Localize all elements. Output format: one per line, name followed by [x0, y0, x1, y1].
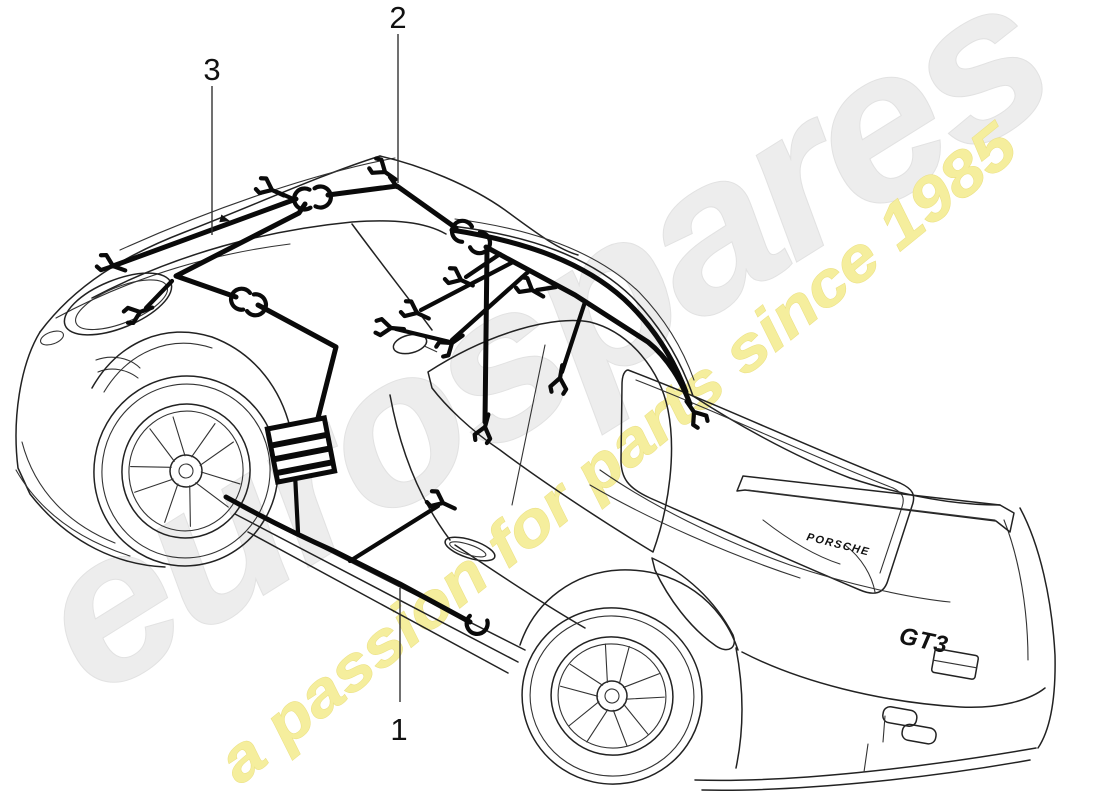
door-handle [444, 536, 496, 562]
callout-3-label: 3 [203, 52, 220, 87]
car-line-art: PORSCHE GT3 [15, 155, 1056, 791]
a-pillar [351, 223, 433, 331]
connector-stem [393, 326, 453, 345]
gt3-badge: GT3 [897, 622, 951, 659]
front-silhouette [39, 155, 381, 333]
callout-2-label: 2 [389, 0, 406, 35]
rear-bumper-seam [741, 651, 1046, 709]
wiring-harness [96, 157, 709, 636]
callout-2[interactable]: 2 [389, 0, 407, 183]
rear-window-inner [635, 379, 904, 574]
b-pillar-harness [482, 247, 490, 425]
deck-seam [589, 469, 951, 603]
callout-3[interactable]: 3 [203, 52, 231, 235]
exhaust-tips [882, 706, 937, 745]
washer-nozzle [39, 330, 65, 346]
rear-wing: PORSCHE [651, 475, 1015, 651]
hood-shutline [91, 220, 447, 299]
tail-inner-line [1003, 519, 1029, 661]
tail-outline [1019, 507, 1056, 749]
rear-window [620, 369, 915, 594]
cowl-harness-run [483, 244, 693, 407]
connector-stem [449, 269, 531, 343]
connector-stem [143, 278, 175, 311]
connector-stem [418, 259, 516, 313]
sill-harness [223, 494, 473, 625]
rear-bumper-bottom [694, 747, 1037, 791]
callout-1-label: 1 [390, 712, 407, 747]
connector-stem [534, 284, 559, 293]
sill-branch [347, 503, 441, 564]
harness-inline-connector [228, 286, 251, 311]
connector-stem [463, 251, 503, 280]
rear-wheel-arch [519, 569, 743, 769]
silhouette-right [379, 155, 579, 256]
rear-reflector [930, 648, 980, 680]
side-glass-opening [427, 319, 673, 553]
b-pillar [511, 344, 546, 506]
porsche-script: PORSCHE [805, 531, 871, 558]
fuse-box [264, 415, 338, 485]
front-wheel-arch-inner [103, 342, 213, 393]
inner-harness-run [255, 302, 339, 421]
callout-1[interactable]: 1 [390, 588, 408, 747]
front-splitter [15, 441, 131, 557]
rear-quarter-edge [692, 395, 1001, 506]
harness-inline-connector [314, 186, 331, 208]
front-harness-run [110, 196, 299, 269]
roof-edge [451, 225, 694, 397]
front-wheel [93, 375, 279, 567]
rear-wheel [521, 607, 703, 785]
front-bumper [15, 331, 166, 568]
roof-harness [449, 227, 689, 395]
roof-edge-inner [454, 218, 695, 381]
harness-connector-fork [255, 176, 287, 202]
connector-stem [559, 299, 588, 375]
bumper-support [863, 715, 886, 773]
bumper-intake [95, 356, 141, 379]
side-mirror [392, 333, 438, 355]
direction-arrow-icon [219, 214, 230, 223]
front-wheel-arch [91, 331, 293, 437]
